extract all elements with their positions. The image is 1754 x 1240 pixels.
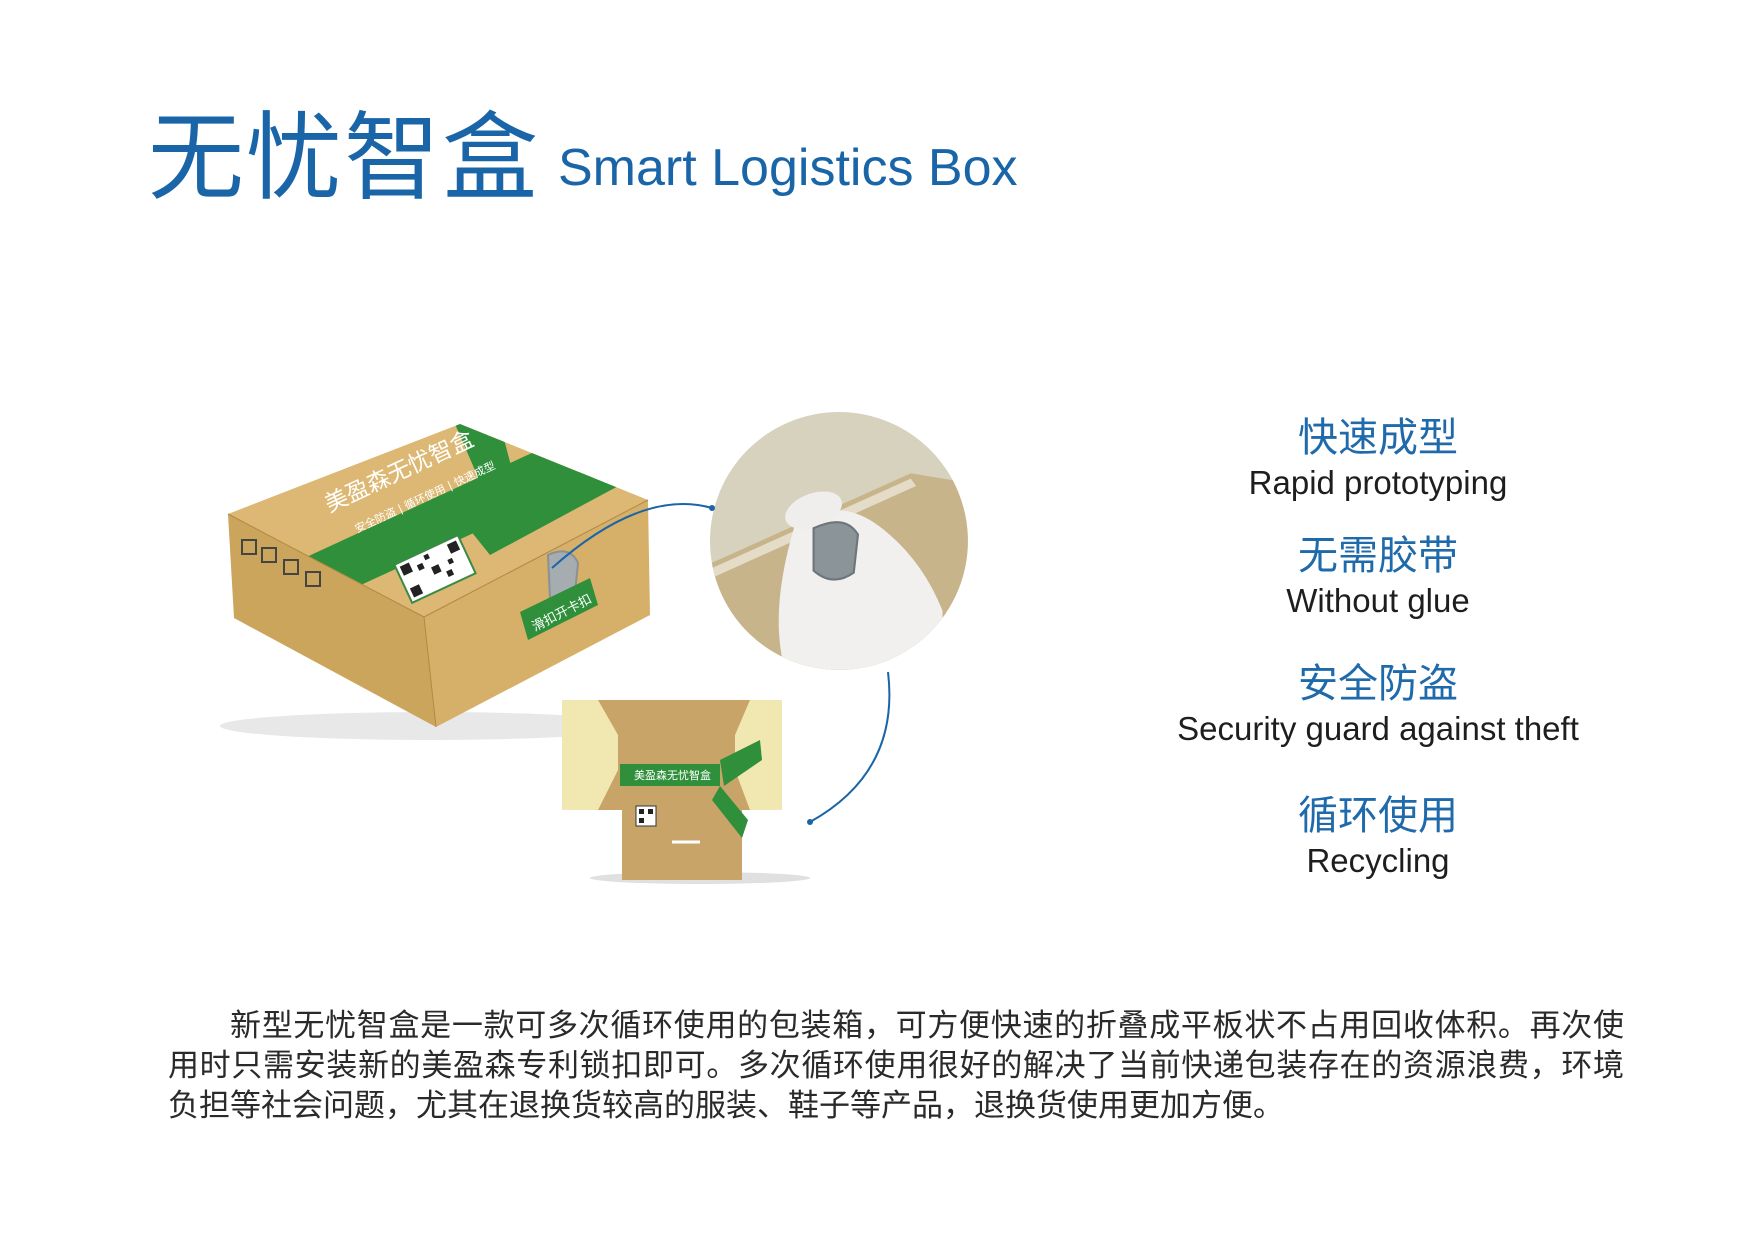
feature-en-label: Recycling [1306, 842, 1450, 879]
feature-security: 安全防盗 Security guard against theft [1118, 664, 1638, 745]
page-title-en: Smart Logistics Box [558, 139, 1018, 197]
feature-recycling: 循环使用 Recycling [1118, 796, 1638, 877]
product-description: 新型无忧智盒是一款可多次循环使用的包装箱，可方便快速的折叠成平板状不占用回收体积… [168, 1008, 1624, 1124]
feature-cn-label: 快速成型 [1298, 415, 1458, 461]
lock-detail-image [710, 412, 968, 670]
page-title-cn: 无忧智盒 [148, 102, 540, 214]
feature-rapid-prototyping: 快速成型 Rapid prototyping [1118, 418, 1638, 499]
feature-en-label: Rapid prototyping [1248, 464, 1508, 501]
flat-box-brand-label: 美盈森无忧智盒 [634, 769, 711, 782]
feature-cn-label: 循环使用 [1298, 793, 1458, 839]
feature-cn-label: 安全防盗 [1298, 661, 1458, 707]
feature-en-label: Security guard against theft [1177, 710, 1579, 747]
feature-without-glue: 无需胶带 Without glue [1118, 536, 1638, 617]
feature-en-label: Without glue [1286, 582, 1470, 619]
feature-cn-label: 无需胶带 [1298, 533, 1458, 579]
